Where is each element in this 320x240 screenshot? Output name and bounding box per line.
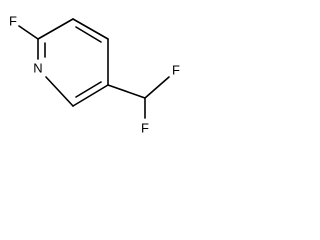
bond-c5-chf2 [107, 84, 146, 99]
atom-n-ring: N [33, 61, 42, 76]
bond-c3-c4 [72, 18, 109, 40]
bond-c5-c6-double [75, 81, 102, 98]
bond-chf2-f-upper [144, 76, 170, 99]
atom-f-ring: F [9, 14, 17, 29]
bond-c6-n1 [45, 76, 74, 107]
bond-c3-c4-double [75, 26, 102, 43]
bond-c2-f [18, 25, 39, 40]
pyridine-structure: F N F F [9, 14, 180, 136]
bond-c2-c3 [37, 18, 74, 40]
atom-f-chf2-upper: F [172, 63, 180, 78]
bond-c5-c6 [72, 84, 109, 107]
atom-f-chf2-lower: F [141, 121, 149, 136]
